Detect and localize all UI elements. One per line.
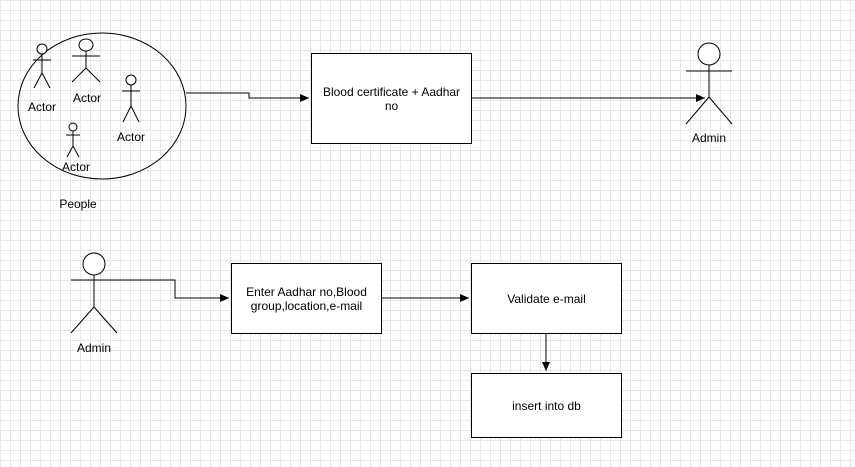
admin-label-2: Admin <box>76 341 112 355</box>
admin-figure-1[interactable] <box>685 42 733 125</box>
admin-label-1: Admin <box>691 131 727 145</box>
admin-figure-2[interactable] <box>70 252 118 334</box>
connector-admin-to-enter[interactable] <box>117 279 229 302</box>
actor-label-4: Actor <box>61 160 91 174</box>
people-group-label: People <box>59 197 97 211</box>
connector-people-to-certificate[interactable] <box>186 92 309 102</box>
actor-label-3: Actor <box>116 130 146 144</box>
box-validate-email[interactable]: Validate e-mail <box>471 263 622 334</box>
box-insert-db[interactable]: insert into db <box>471 373 622 438</box>
actor-figure-3[interactable] <box>122 74 140 123</box>
actor-figure-2[interactable] <box>71 38 101 83</box>
box-blood-certificate[interactable]: Blood certificate + Aadhar no <box>311 53 472 144</box>
actor-label-1: Actor <box>27 100 57 114</box>
actor-figure-4[interactable] <box>66 122 80 158</box>
actor-label-2: Actor <box>72 91 102 105</box>
people-group-circle[interactable] <box>17 32 187 180</box>
actor-figure-1[interactable] <box>33 43 51 89</box>
box-enter-details[interactable]: Enter Aadhar no,Blood group,location,e-m… <box>231 263 382 334</box>
